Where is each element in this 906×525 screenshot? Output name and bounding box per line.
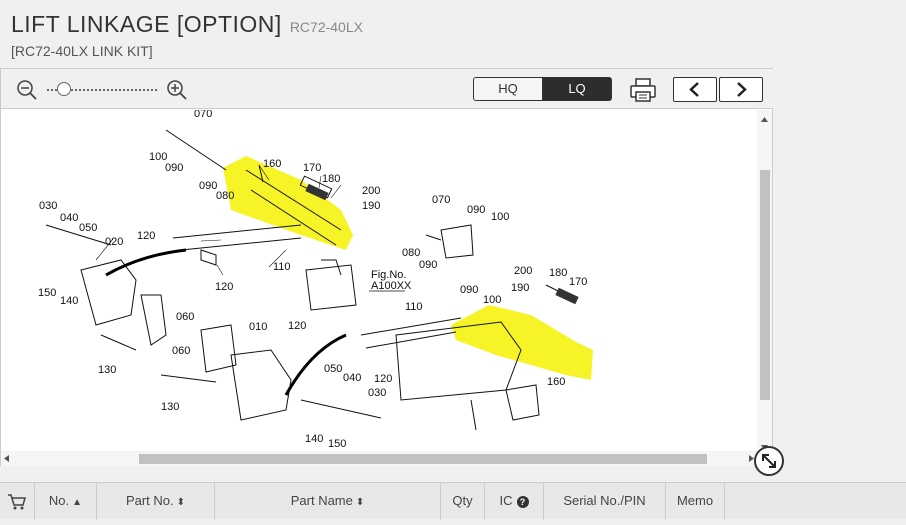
part-label[interactable]: 020 [105, 236, 123, 248]
part-label[interactable]: 070 [194, 110, 212, 120]
part-label[interactable]: 150 [38, 287, 56, 299]
part-label[interactable]: 170 [303, 162, 321, 174]
part-label[interactable]: 120 [288, 320, 306, 332]
page-subtitle: [RC72-40LX LINK KIT] [11, 43, 153, 59]
expand-button[interactable] [754, 446, 784, 476]
part-label[interactable]: 180 [322, 173, 340, 185]
column-memo-label: Memo [676, 493, 714, 508]
sort-ascending-icon: ▲ [72, 497, 83, 508]
sort-icon: ⬍ [355, 497, 365, 508]
part-label[interactable]: 150 [328, 438, 346, 450]
cart-icon [8, 494, 26, 510]
chevron-left-icon [689, 82, 699, 97]
column-part-name[interactable]: Part Name⬍ [215, 483, 441, 520]
highlight-160-top [223, 156, 353, 250]
column-qty-label: Qty [452, 493, 473, 508]
part-label[interactable]: 190 [362, 200, 380, 212]
column-serial-label: Serial No./PIN [563, 493, 646, 508]
scroll-left-icon[interactable] [1, 451, 13, 466]
column-no[interactable]: No.▲ [35, 483, 97, 520]
part-label[interactable]: 100 [149, 151, 167, 163]
part-label[interactable]: 090 [460, 284, 478, 296]
part-label[interactable]: 090 [199, 180, 217, 192]
zoom-out-icon[interactable] [16, 79, 38, 101]
part-label[interactable]: 130 [98, 364, 116, 376]
chevron-right-icon [737, 82, 747, 97]
part-label[interactable]: 030 [368, 387, 386, 399]
fig-no-code[interactable]: A100XX [371, 280, 412, 292]
part-label[interactable]: 200 [362, 185, 380, 197]
part-label[interactable]: 080 [402, 247, 420, 259]
part-label[interactable]: 050 [79, 222, 97, 234]
part-label[interactable]: 180 [549, 267, 567, 279]
column-no-label: No. [48, 493, 70, 508]
next-button[interactable] [719, 77, 763, 102]
part-label[interactable]: 040 [343, 372, 361, 384]
part-label[interactable]: 010 [249, 321, 267, 333]
part-label[interactable]: 140 [60, 295, 78, 307]
viewer-toolbar: HQ LQ [1, 69, 773, 109]
part-label[interactable]: 160 [547, 376, 565, 388]
part-label[interactable]: 080 [216, 190, 234, 202]
diagram-viewer: HQ LQ [0, 68, 773, 466]
vertical-scrollbar[interactable] [757, 110, 772, 450]
column-part-no-label: Part No. [125, 493, 174, 508]
zoom-in-icon[interactable] [166, 79, 188, 101]
page-header: LIFT LINKAGE [OPTION] RC72-40LX [RC72-40L… [0, 0, 906, 68]
lq-button[interactable]: LQ [542, 77, 612, 101]
column-ic[interactable]: IC? [485, 483, 544, 520]
zoom-slider-thumb[interactable] [57, 82, 71, 96]
part-label[interactable]: 200 [514, 265, 532, 277]
title-text: LIFT LINKAGE [OPTION] [11, 11, 282, 37]
horizontal-scroll-thumb[interactable] [139, 454, 707, 464]
part-label[interactable]: 160 [263, 158, 281, 170]
page-title: LIFT LINKAGE [OPTION] RC72-40LX [11, 11, 363, 38]
scroll-up-icon[interactable] [757, 114, 772, 126]
print-icon[interactable] [629, 77, 657, 103]
part-label[interactable]: 050 [324, 363, 342, 375]
vertical-scroll-thumb[interactable] [760, 170, 770, 400]
part-label[interactable]: 170 [569, 276, 587, 288]
scroll-right-icon[interactable] [745, 451, 757, 466]
hq-button[interactable]: HQ [473, 77, 543, 101]
part-label[interactable]: 130 [161, 401, 179, 413]
parts-diagram[interactable]: 070 100 090 160 170 180 200 190 090 080 … [1, 110, 757, 454]
part-label[interactable]: 070 [432, 194, 450, 206]
column-memo[interactable]: Memo [666, 483, 725, 520]
part-label[interactable]: 040 [60, 212, 78, 224]
column-qty[interactable]: Qty [441, 483, 485, 520]
part-label[interactable]: 090 [467, 204, 485, 216]
part-label[interactable]: 030 [39, 200, 57, 212]
expand-arrows-icon [762, 454, 776, 468]
column-ic-label: IC [499, 493, 513, 508]
cart-column[interactable] [0, 483, 35, 520]
highlight-160-bottom [451, 305, 593, 380]
part-label[interactable]: 120 [374, 373, 392, 385]
previous-button[interactable] [673, 77, 717, 102]
part-label[interactable]: 110 [273, 261, 291, 273]
column-part-no[interactable]: Part No.⬍ [97, 483, 215, 520]
column-serial[interactable]: Serial No./PIN [544, 483, 666, 520]
part-label[interactable]: 060 [176, 311, 194, 323]
diagram-part-labels: 070 100 090 160 170 180 200 190 090 080 … [38, 110, 587, 450]
fig-no-label: Fig.No. [371, 269, 406, 281]
horizontal-scrollbar[interactable] [1, 451, 757, 466]
model-code: RC72-40LX [289, 19, 363, 35]
part-label[interactable]: 090 [165, 162, 183, 174]
parts-table-header: No.▲ Part No.⬍ Part Name⬍ Qty IC? Serial… [0, 482, 906, 520]
help-icon[interactable]: ? [516, 495, 529, 508]
part-label[interactable]: 090 [419, 259, 437, 271]
part-label[interactable]: 140 [305, 433, 323, 445]
zoom-slider-track[interactable] [47, 89, 157, 91]
part-label[interactable]: 100 [483, 294, 501, 306]
part-label[interactable]: 120 [215, 281, 233, 293]
part-label[interactable]: 190 [511, 282, 529, 294]
sort-icon: ⬍ [176, 497, 186, 508]
part-label[interactable]: 110 [405, 301, 423, 313]
part-label[interactable]: 060 [172, 345, 190, 357]
column-part-name-label: Part Name [290, 493, 353, 508]
exploded-view-diagram: 070 100 090 160 170 180 200 190 090 080 … [38, 110, 593, 450]
part-label[interactable]: 120 [137, 230, 155, 242]
part-label[interactable]: 100 [491, 211, 509, 223]
